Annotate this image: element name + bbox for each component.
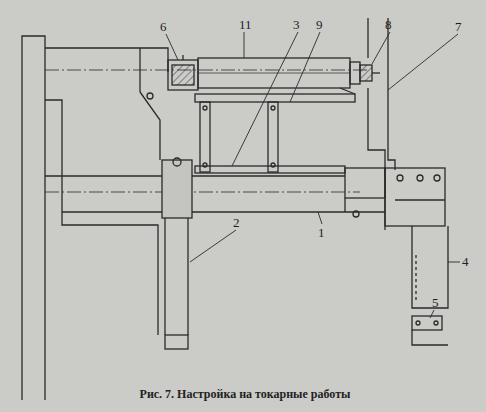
callout-number: 2 [233,216,240,230]
callout-number: 3 [293,18,300,32]
figure-caption: Рис. 7. Настройка на токарные работы [140,387,351,401]
callout-number: 7 [455,20,462,34]
callout-number: 8 [385,18,392,32]
callout-number: 1 [318,226,325,240]
callout-number: 6 [160,20,167,34]
callout-number: 4 [462,255,469,269]
callout-number: 9 [316,18,323,32]
callout-number: 11 [239,18,252,32]
callout-number: 5 [432,296,439,310]
